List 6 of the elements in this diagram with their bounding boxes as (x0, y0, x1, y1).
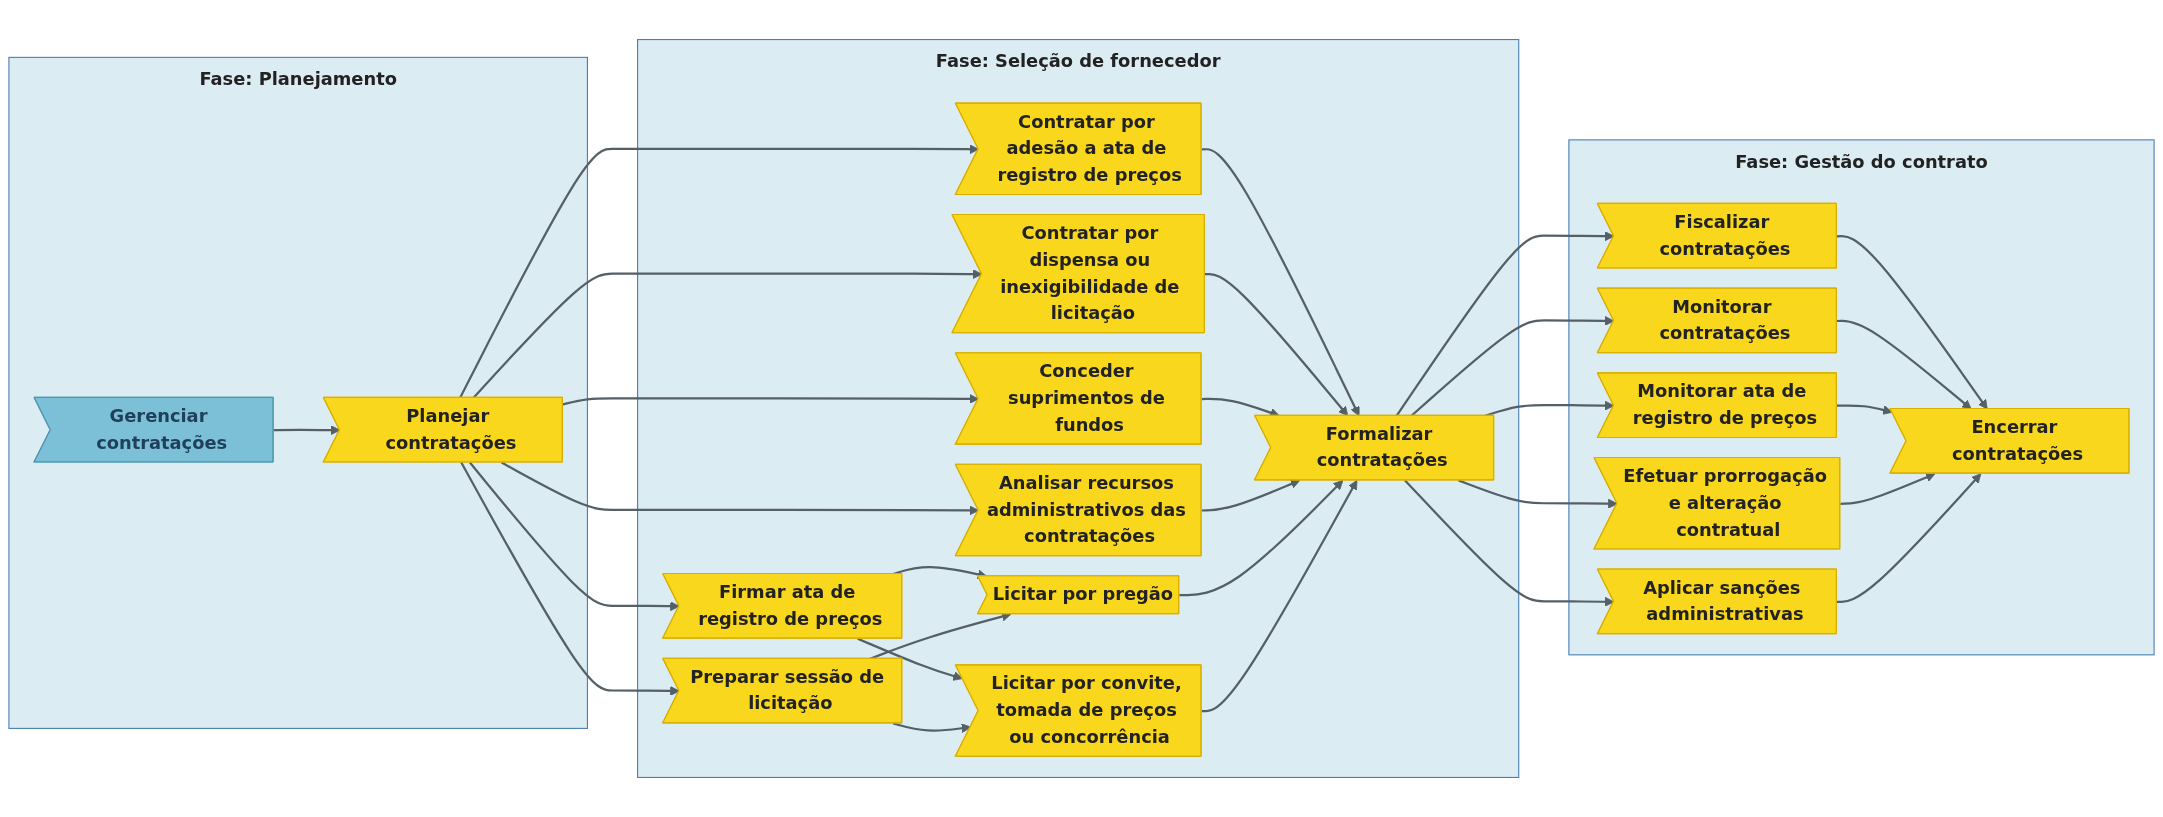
arrow (1201, 479, 1358, 713)
arrow (1458, 479, 1618, 509)
arrow (1836, 473, 1982, 603)
arrow (1201, 479, 1301, 512)
arrow (1179, 479, 1344, 597)
arrow (1836, 404, 1893, 415)
